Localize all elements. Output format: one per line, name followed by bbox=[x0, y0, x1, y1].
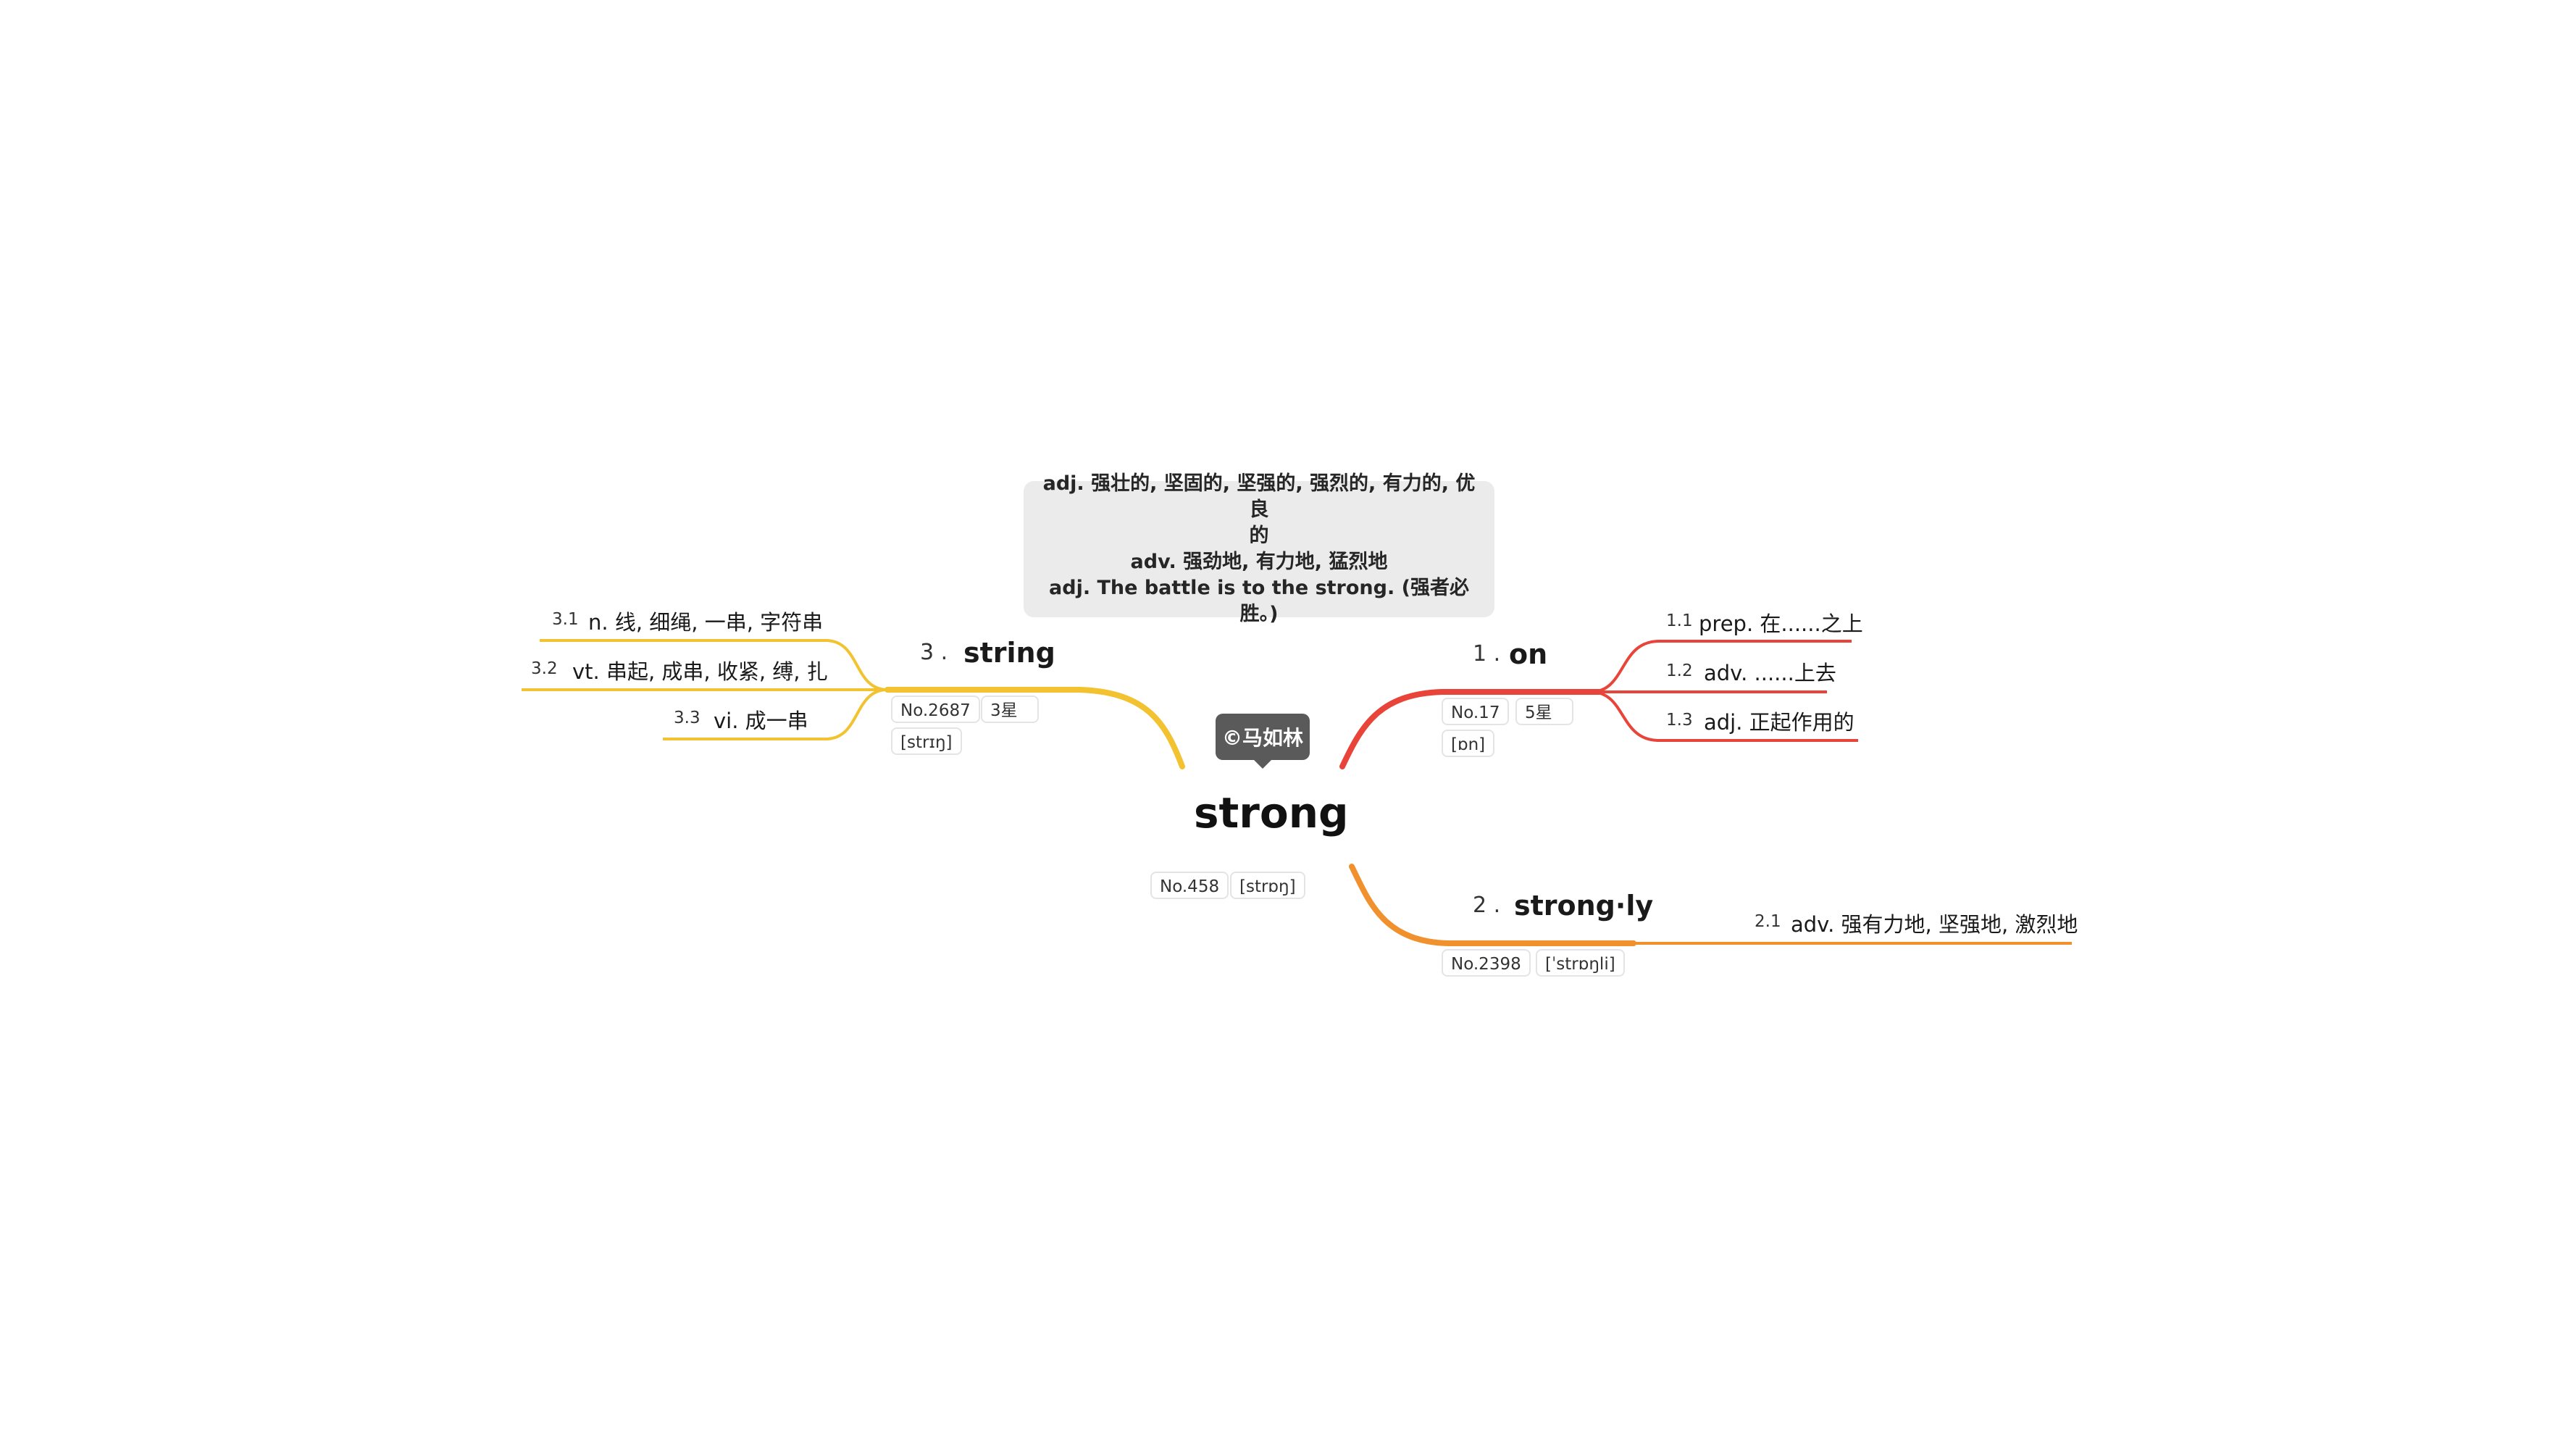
subtopic-string-1[interactable]: n. 线, 细绳, 一串, 字符串 bbox=[588, 610, 824, 635]
branch-tag-phonetic: [strɪŋ] bbox=[891, 727, 962, 755]
branch-tag-number: No.2687 bbox=[891, 696, 980, 723]
branch-topic-on[interactable]: on bbox=[1509, 638, 1548, 670]
definition-line-4: adj. The battle is to the strong. (强者必胜。… bbox=[1049, 577, 1469, 625]
definition-line-1: adj. 强壮的, 坚固的, 坚强的, 强烈的, 有力的, 优良 bbox=[1042, 472, 1476, 521]
subtopic-string-3[interactable]: vi. 成一串 bbox=[714, 709, 808, 733]
connector-string-sub-3 bbox=[663, 688, 888, 740]
central-tag-number: No.458 bbox=[1150, 872, 1229, 899]
connector-center-to-stronglly bbox=[1349, 864, 1636, 946]
branch-tag-number: No.17 bbox=[1442, 698, 1510, 725]
definition-line-2: 的 bbox=[1249, 525, 1269, 547]
branch-tag-rating: 3星 bbox=[981, 696, 1039, 723]
definition-note: adj. 强壮的, 坚固的, 坚强的, 强烈的, 有力的, 优良 的 adv. … bbox=[1024, 472, 1494, 625]
subtopic-number: 1.3 bbox=[1666, 711, 1693, 730]
connector-string-sub-1 bbox=[540, 639, 888, 691]
branch-number: 1 . bbox=[1473, 641, 1501, 667]
connector-center-to-on bbox=[1339, 689, 1604, 769]
subtopic-number: 3.3 bbox=[674, 709, 701, 727]
branch-tag-number: No.2398 bbox=[1442, 949, 1531, 977]
subtopic-on-3[interactable]: adj. 正起作用的 bbox=[1704, 710, 1854, 735]
branch-topic-string[interactable]: string bbox=[963, 637, 1055, 669]
subtopic-number: 3.2 bbox=[531, 659, 558, 678]
branch-tag-rating: 5星 bbox=[1515, 698, 1573, 725]
definition-line-3: adv. 强劲地, 有力地, 猛烈地 bbox=[1130, 551, 1388, 573]
central-topic[interactable]: strong bbox=[1194, 788, 1349, 838]
subtopic-on-2[interactable]: adv. ......上去 bbox=[1704, 661, 1836, 685]
central-tag-phonetic: [strɒŋ] bbox=[1230, 872, 1305, 899]
branch-topic-strongly[interactable]: strong·ly bbox=[1514, 890, 1654, 922]
connector-on-sub-1 bbox=[1590, 640, 1852, 693]
subtopic-number: 2.1 bbox=[1755, 912, 1781, 931]
subtopic-string-2[interactable]: vt. 串起, 成串, 收紧, 缚, 扎 bbox=[572, 659, 828, 684]
copyright-callout: ©马如林 bbox=[1216, 714, 1310, 769]
branch-number: 3 . bbox=[920, 640, 948, 665]
subtopic-number: 1.2 bbox=[1666, 661, 1693, 680]
branch-tag-phonetic: [ɒn] bbox=[1442, 730, 1495, 757]
connector-center-to-string bbox=[885, 687, 1185, 769]
connector-on-sub-3 bbox=[1590, 690, 1858, 742]
subtopic-number: 1.1 bbox=[1666, 611, 1693, 630]
subtopic-on-1[interactable]: prep. 在......之上 bbox=[1699, 611, 1863, 636]
subtopic-strongly-1[interactable]: adv. 强有力地, 坚强地, 激烈地 bbox=[1791, 912, 2078, 937]
branch-tag-phonetic: [ˈstrɒŋli] bbox=[1536, 949, 1625, 977]
subtopic-number: 3.1 bbox=[552, 610, 579, 629]
branch-number: 2 . bbox=[1473, 893, 1501, 918]
